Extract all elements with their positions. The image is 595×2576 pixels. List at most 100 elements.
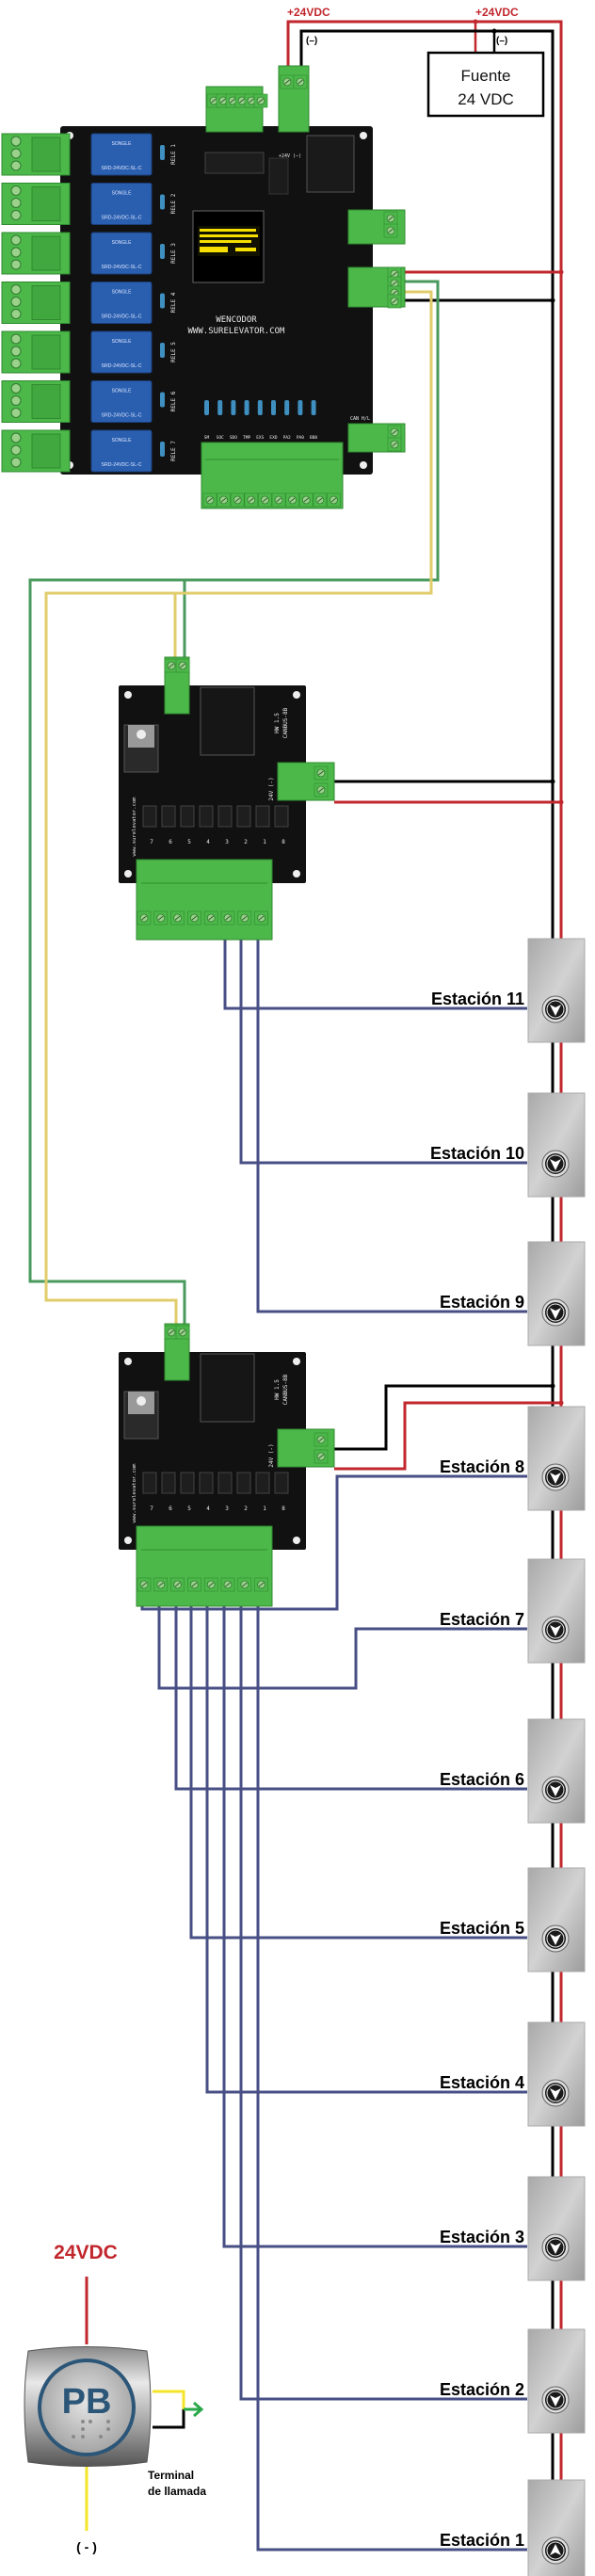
legend-terminal-line1: Terminal xyxy=(148,2469,194,2482)
can-pcb xyxy=(119,685,306,883)
input-label: SOC xyxy=(217,435,224,441)
resistor xyxy=(298,400,303,415)
call-button[interactable] xyxy=(541,1776,570,1804)
signal-wire-station-7 xyxy=(157,1606,527,1690)
psu-title-line2: 24 VDC xyxy=(458,90,514,108)
signal-wire-station-4 xyxy=(205,1606,527,2094)
call-button[interactable] xyxy=(541,2386,570,2414)
negative-label-top-left: (–) xyxy=(306,36,317,46)
resistor xyxy=(271,400,276,415)
signal-wire-station-5 xyxy=(189,1606,527,1940)
call-button[interactable] xyxy=(541,2233,570,2262)
station-panel xyxy=(527,1867,586,1972)
station-panel xyxy=(527,938,586,1043)
terminal-number: 5 xyxy=(187,839,191,845)
signal-wires xyxy=(140,940,527,2552)
psu-title-line1: Fuente xyxy=(461,67,511,85)
svg-text:SRD-24VDC-SL-C: SRD-24VDC-SL-C xyxy=(102,216,142,221)
positive-label-top-right: +24VDC xyxy=(475,6,519,19)
station-6: Estación 6 xyxy=(440,1718,586,1824)
signal-wire-station-3 xyxy=(222,1606,527,2248)
terminal-number: 4 xyxy=(206,839,210,845)
input-label: PA2 xyxy=(283,435,291,441)
aux-connector[interactable] xyxy=(347,423,406,453)
call-button[interactable] xyxy=(541,2536,570,2565)
resistor xyxy=(284,400,290,415)
call-button[interactable] xyxy=(541,1150,570,1178)
can-board-output-connector[interactable] xyxy=(136,1525,273,1607)
main-power-label: +24V (–) xyxy=(279,153,301,159)
input-label: PA0 xyxy=(297,435,304,441)
svg-text:SONGLE: SONGLE xyxy=(112,290,133,296)
svg-text:SONGLE: SONGLE xyxy=(112,339,133,345)
can-board-output-connector[interactable] xyxy=(136,859,273,941)
station-label: Estación 4 xyxy=(440,2073,524,2092)
junction-dot xyxy=(491,28,497,34)
station-panel xyxy=(527,2176,586,2281)
call-button[interactable] xyxy=(541,1298,570,1327)
call-button[interactable] xyxy=(541,995,570,1023)
svg-text:SONGLE: SONGLE xyxy=(112,240,133,246)
terminal-number: 6 xyxy=(169,1505,172,1512)
can-high-wire xyxy=(28,280,440,1342)
station-1: Estación 1 xyxy=(440,2479,586,2576)
call-button[interactable] xyxy=(541,2079,570,2107)
arrow-right-icon xyxy=(193,2401,204,2418)
junction-dot xyxy=(558,269,564,275)
station-label: Estación 6 xyxy=(440,1770,524,1789)
input-terminal-connector[interactable] xyxy=(201,442,344,509)
relay-body xyxy=(90,380,153,423)
junction-dot xyxy=(550,298,555,303)
input-label: BB0 xyxy=(310,435,317,441)
legend-signal-wire-yellow xyxy=(153,2390,185,2409)
oled-display xyxy=(192,210,265,283)
signal-wire-station-2 xyxy=(239,1606,527,2401)
call-button[interactable] xyxy=(541,1924,570,1953)
station-3: Estación 3 xyxy=(440,2176,586,2281)
can-bus-connector[interactable] xyxy=(347,266,406,309)
relay-label: RELE 2 xyxy=(170,193,177,214)
legend-signal-wire-black xyxy=(153,2409,185,2429)
call-button[interactable] xyxy=(541,1463,570,1491)
arrow-down-icon xyxy=(550,1473,561,1484)
arrow-down-icon xyxy=(550,2243,561,2254)
arrow-down-icon xyxy=(550,1308,561,1319)
resistor xyxy=(231,400,236,415)
svg-text:SRD-24VDC-SL-C: SRD-24VDC-SL-C xyxy=(102,462,142,468)
can-pcb xyxy=(119,1352,306,1550)
terminal-number: 4 xyxy=(206,1505,210,1512)
station-11: Estación 11 xyxy=(431,938,586,1043)
board-power-label: 24V (-) xyxy=(268,1443,275,1467)
call-button[interactable] xyxy=(541,1616,570,1644)
top-io-connector[interactable] xyxy=(205,86,268,133)
svg-text:SRD-24VDC-SL-C: SRD-24VDC-SL-C xyxy=(102,265,142,270)
arrow-down-icon xyxy=(550,1934,561,1945)
input-label: EXD xyxy=(269,435,277,441)
svg-text:SONGLE: SONGLE xyxy=(112,141,133,147)
main-power-connector[interactable] xyxy=(278,65,310,133)
arrow-down-icon xyxy=(550,1625,561,1636)
relay-body xyxy=(90,282,153,324)
station-7: Estación 7 xyxy=(440,1558,586,1664)
resistor xyxy=(257,400,263,415)
input-label: TMP xyxy=(243,435,250,441)
input-label: SDO xyxy=(230,435,237,441)
station-8: Estación 8 xyxy=(440,1406,586,1511)
station-label: Estación 3 xyxy=(440,2228,524,2246)
terminal-number: 3 xyxy=(225,839,229,845)
svg-text:SRD-24VDC-SL-C: SRD-24VDC-SL-C xyxy=(102,314,142,320)
direction-connector[interactable] xyxy=(347,209,406,245)
arrow-up-icon xyxy=(550,2544,561,2555)
resistor xyxy=(204,400,209,415)
legend-negative-label: ( - ) xyxy=(76,2539,97,2554)
board-model-label: CANBUS-8B xyxy=(282,1374,289,1405)
